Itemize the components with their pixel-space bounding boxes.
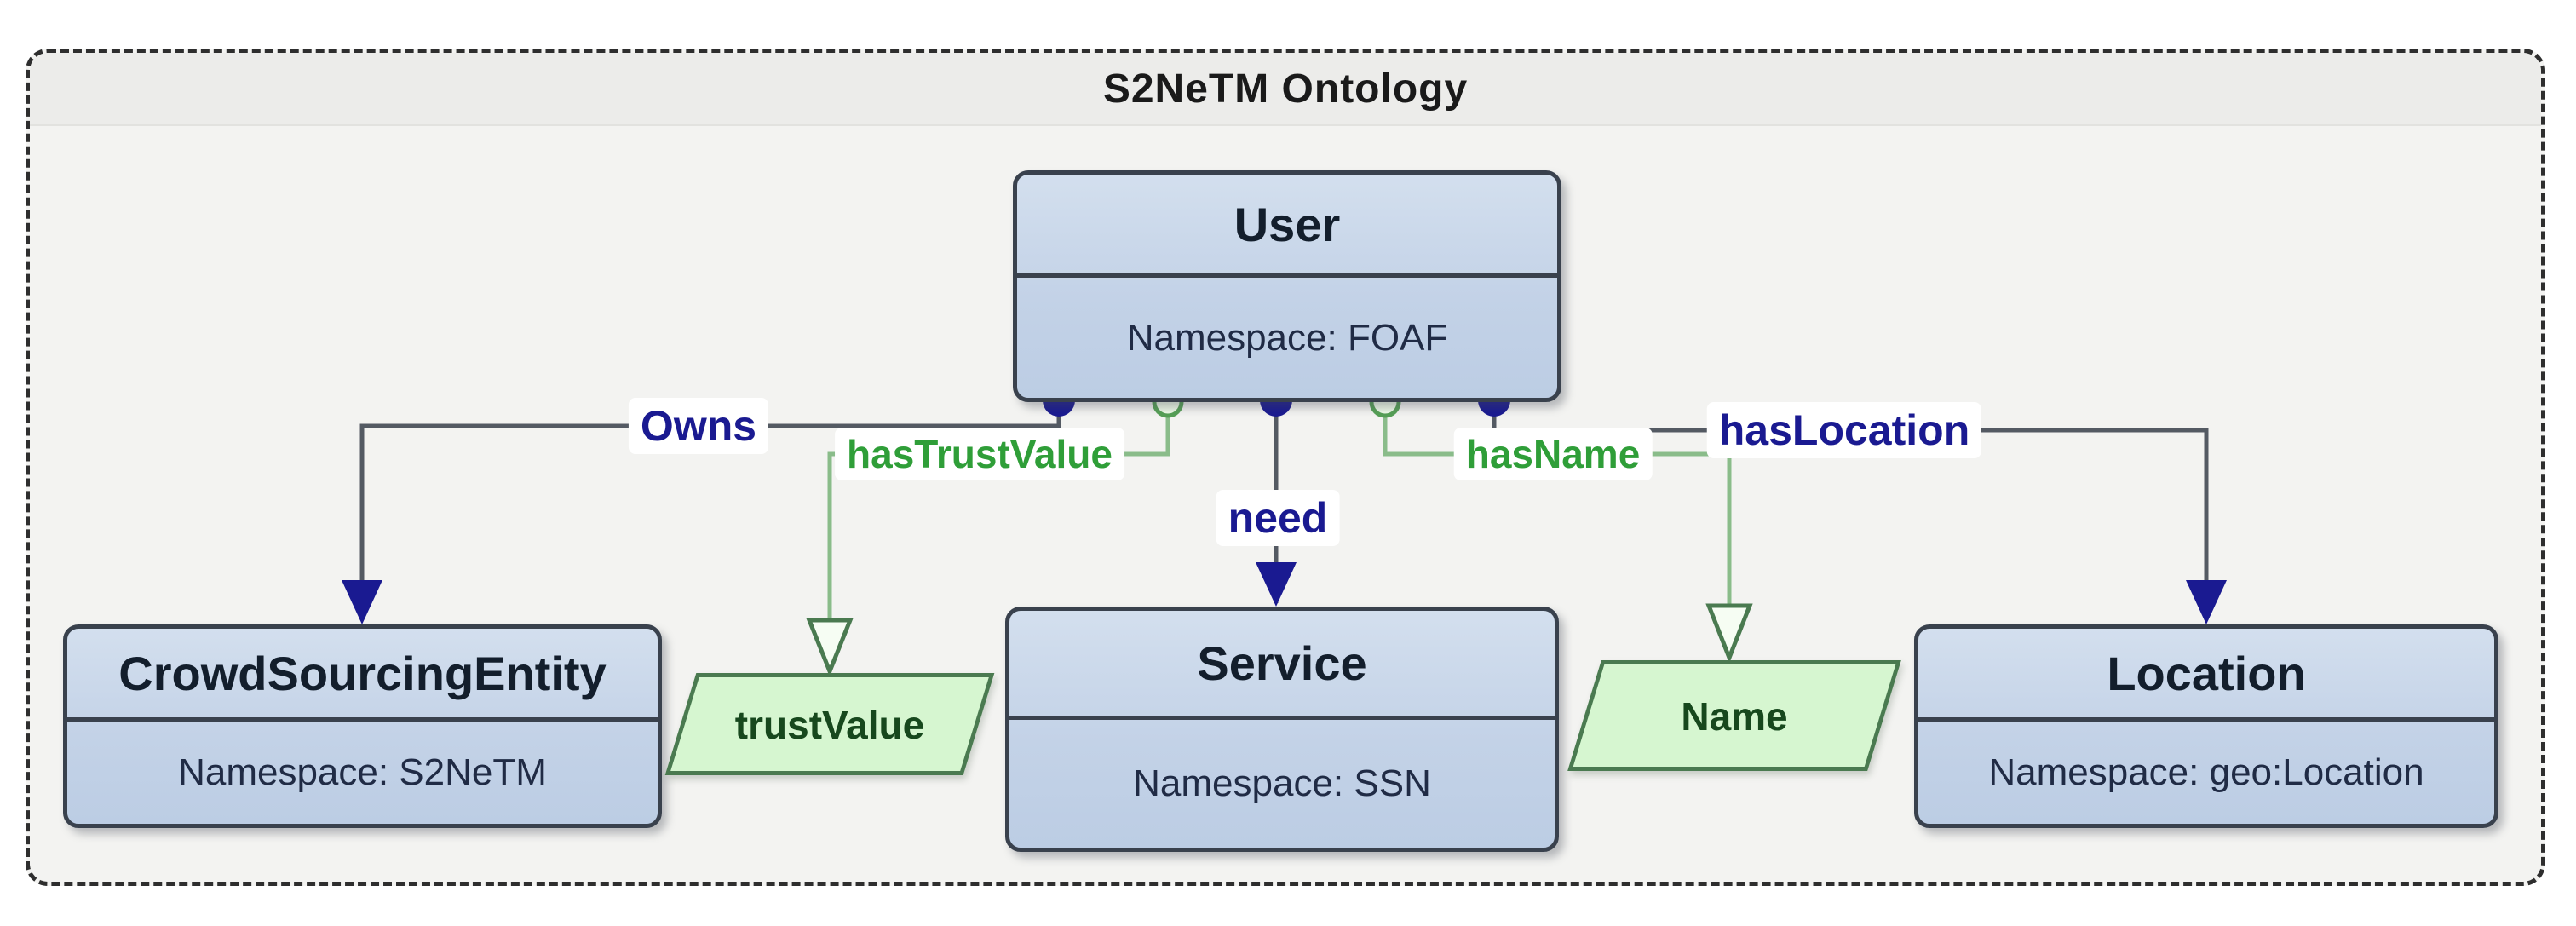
node-location-title: Location bbox=[1918, 629, 2494, 722]
edge-hastrustvalue-arrowhead bbox=[806, 618, 854, 677]
node-location: Location Namespace: geo:Location bbox=[1914, 624, 2498, 828]
node-user-title: User bbox=[1017, 175, 1557, 278]
node-service-namespace: Namespace: SSN bbox=[1133, 762, 1431, 804]
node-user-namespace: Namespace: FOAF bbox=[1126, 316, 1448, 359]
attribute-name-label: Name bbox=[1681, 694, 1788, 739]
edge-hasname-arrowhead bbox=[1705, 603, 1753, 664]
node-crowdsourcing-entity-namespace: Namespace: S2NeTM bbox=[178, 751, 547, 793]
edge-hasname-label: hasName bbox=[1453, 428, 1653, 480]
ontology-frame-header: S2NeTM Ontology bbox=[30, 53, 2541, 126]
edge-haslocation-label: hasLocation bbox=[1706, 402, 1982, 458]
node-crowdsourcing-entity-title: CrowdSourcingEntity bbox=[67, 629, 658, 722]
edge-need-arrowhead bbox=[1256, 562, 1297, 607]
attribute-trustvalue-label: trustValue bbox=[734, 703, 925, 747]
node-user: User Namespace: FOAF bbox=[1013, 170, 1561, 402]
edge-owns-arrowhead bbox=[342, 580, 382, 624]
edge-hastrustvalue-label: hasTrustValue bbox=[835, 428, 1124, 480]
edge-haslocation-arrowhead bbox=[2186, 580, 2227, 624]
node-location-namespace: Namespace: geo:Location bbox=[1988, 751, 2424, 793]
node-service-title: Service bbox=[1009, 611, 1555, 720]
edge-owns-label: Owns bbox=[628, 398, 769, 454]
diagram-title: S2NeTM Ontology bbox=[1102, 66, 1469, 112]
node-service: Service Namespace: SSN bbox=[1005, 607, 1559, 852]
node-crowdsourcing-entity: CrowdSourcingEntity Namespace: S2NeTM bbox=[63, 624, 662, 828]
edge-need-label: need bbox=[1216, 490, 1340, 546]
